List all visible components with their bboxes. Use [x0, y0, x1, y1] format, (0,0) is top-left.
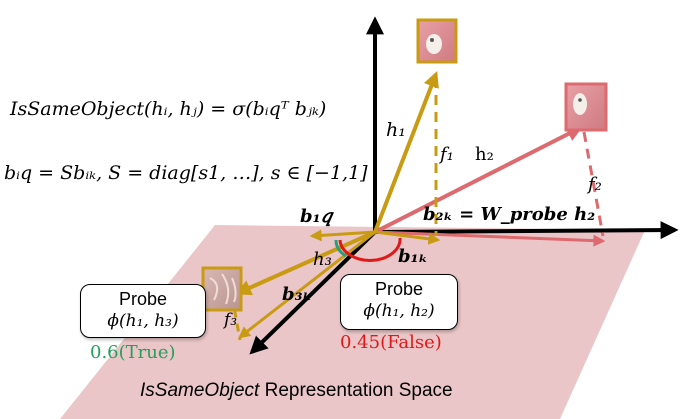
- angle-arc-green: [334, 239, 347, 258]
- equation-b-iq: bᵢ𝑞 = Sbᵢₖ, S = diag[s1, …], s ∈ [−1,1]: [4, 162, 368, 184]
- fur-image-icon: [201, 266, 243, 312]
- probe-box-left: Probe ϕ(h₁, h₃): [80, 284, 206, 338]
- angle-arc-red: [338, 237, 402, 262]
- vector-b1k: [374, 230, 441, 245]
- label-b2k-equation: b₂ₖ = W_probe h₂: [423, 204, 595, 225]
- probe-function: ϕ(h₁, h₂): [363, 301, 435, 321]
- vector-h3: [235, 230, 376, 296]
- vector-h2: [374, 126, 583, 234]
- vector-b2k: [374, 230, 606, 247]
- probe-title: Probe: [118, 289, 168, 309]
- axis-horizontal: [374, 221, 679, 240]
- label-h1: h₁: [386, 119, 406, 141]
- probe-title: Probe: [374, 279, 424, 299]
- label-h2: h₂: [475, 144, 494, 165]
- label-b1k: b₁ₖ: [398, 246, 428, 267]
- diagram-caption: IsSameObject Representation Space: [140, 380, 453, 402]
- cat-image-icon: [564, 82, 608, 132]
- axis-depth: [249, 230, 377, 355]
- label-b3k: b₃ₖ: [282, 284, 312, 305]
- vector-b1q: [309, 229, 376, 242]
- caption-rest: Representation Space: [259, 380, 453, 401]
- probe-result-true: 0.6(True): [90, 342, 176, 363]
- label-h3: h₃: [313, 249, 332, 270]
- vector-h1: [373, 71, 439, 233]
- equation-is-same-object: IsSameObject(hᵢ, hⱼ) = σ(bᵢ𝑞ᵀ bⱼₖ): [10, 98, 327, 120]
- label-f3: f₃: [222, 310, 237, 330]
- probe-result-false: 0.45(False): [340, 332, 442, 353]
- vector-b3k: [238, 230, 376, 339]
- probe-box-right: Probe ϕ(h₁, h₂): [340, 274, 458, 330]
- cat-image-icon: [416, 18, 458, 64]
- probe-function: ϕ(h₁, h₃): [107, 311, 179, 331]
- caption-italic: IsSameObject: [140, 380, 260, 401]
- label-f1: f₁: [438, 144, 454, 165]
- projection-f2: [582, 131, 605, 237]
- label-b1q: b₁𝑞: [300, 206, 334, 227]
- label-f2: f₂: [586, 174, 602, 195]
